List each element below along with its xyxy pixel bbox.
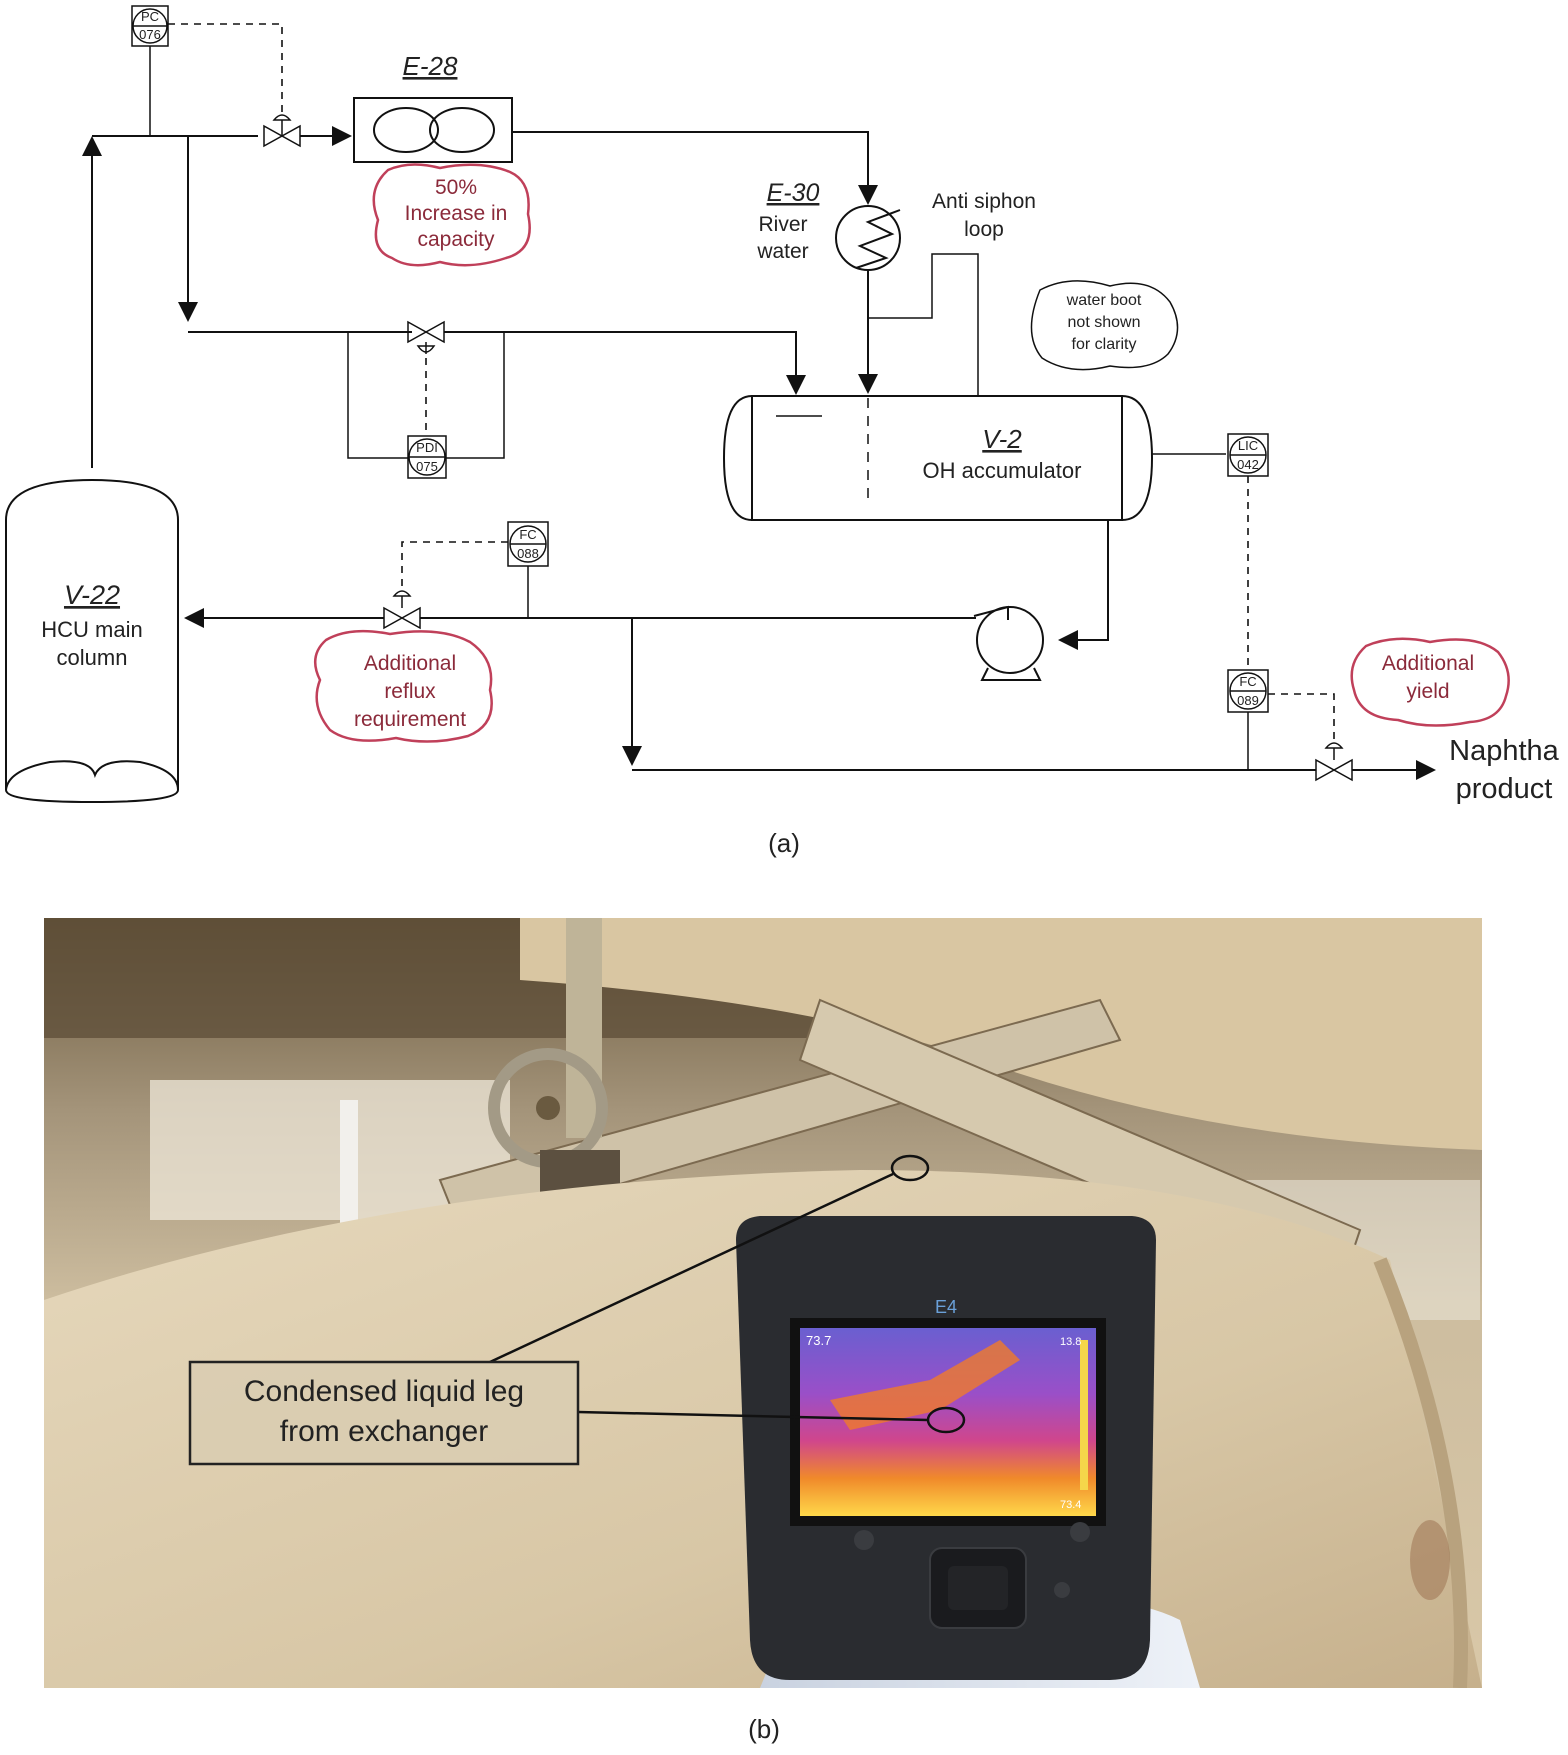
fc-088-instrument [507, 521, 549, 567]
callout-reflux-bubble [313, 629, 493, 743]
callout-yield-bubble [1350, 637, 1510, 727]
camera-model-label: E4 [935, 1297, 957, 1317]
callout-reflux-line1: Additional [364, 652, 456, 675]
v22-main-column [5, 478, 180, 804]
thermal-leader-line [577, 1410, 929, 1422]
product-control-valve [1315, 742, 1353, 782]
anti-siphon-line1: Anti siphon [932, 190, 1036, 213]
pc-control-valve [263, 114, 301, 148]
camera-readout-low: 73.4 [1060, 1499, 1081, 1511]
annotation-label-line1: Condensed liquid leg [244, 1375, 524, 1408]
figure-a-diagram: V-22 HCU main column PC 076 E-28 5 [5, 5, 1560, 858]
pipe-leader-line [489, 1172, 894, 1364]
caption-b: (b) [748, 1714, 780, 1744]
annotation-label-line2: from exchanger [280, 1415, 488, 1448]
fc088-tag-number: 088 [517, 546, 539, 561]
pc-tag-type: PC [141, 9, 159, 24]
callout-yield-line1: Additional [1382, 652, 1474, 675]
pc-tag-number: 076 [139, 27, 161, 42]
pdi-tap-right [446, 332, 505, 459]
camera-back-button [1070, 1522, 1090, 1542]
camera-power-button [1054, 1582, 1070, 1598]
callout-reflux-line2: reflux [384, 680, 436, 703]
v2-name-label: OH accumulator [923, 458, 1082, 483]
bypass-control-valve [407, 320, 445, 354]
callout-capacity-line2: Increase in [405, 202, 508, 225]
river-water-line1: River [758, 213, 807, 236]
callout-reflux-line3: requirement [354, 708, 466, 731]
pipe-highlight-circle [890, 1154, 930, 1182]
anti-siphon-line2: loop [964, 218, 1004, 241]
v22-id-label: V-22 [64, 580, 120, 610]
pdi-075-instrument [407, 435, 447, 479]
reflux-pump [973, 605, 1044, 681]
camera-readout-high: 13.8 [1060, 1336, 1081, 1348]
e30-condenser [835, 205, 901, 271]
callout-capacity-line1: 50% [435, 176, 477, 199]
v2-oh-accumulator [722, 395, 1154, 521]
callout-capacity-line3: capacity [417, 228, 495, 251]
water-boot-line1: water boot [1066, 292, 1142, 309]
pdi-tap-left [347, 332, 408, 459]
naphtha-line1: Naphtha [1449, 735, 1560, 767]
fc-089-instrument [1227, 669, 1269, 713]
fc088-tag-type: FC [519, 527, 536, 542]
e28-outlet-line [512, 131, 878, 205]
pdi-tag-type: PDI [416, 440, 438, 455]
v22-name-line1: HCU main [41, 617, 142, 642]
lic-tag-type: LIC [1238, 438, 1258, 453]
water-boot-line3: for clarity [1072, 336, 1137, 353]
e28-fin-fan-cooler [353, 97, 513, 163]
annotation-label-box [188, 1360, 580, 1466]
fc089-tag-number: 089 [1237, 693, 1259, 708]
lic-tag-number: 042 [1237, 457, 1259, 472]
callout-yield-line2: yield [1406, 680, 1449, 703]
naphtha-line2: product [1456, 773, 1553, 805]
river-water-line2: water [756, 240, 808, 263]
camera-play-button [854, 1530, 874, 1550]
callout-water-boot-bubble [1030, 280, 1179, 371]
fc089-signal-dashed [1268, 693, 1335, 742]
thermal-camera: E4 73.7 13.8 73.4 [736, 1216, 1156, 1680]
reflux-control-valve [383, 590, 421, 630]
v2-id-label: V-2 [982, 424, 1022, 454]
caption-a: (a) [768, 828, 800, 858]
thermal-image [800, 1328, 1096, 1516]
pc-076-instrument [131, 5, 169, 47]
pdi-tag-number: 075 [416, 459, 438, 474]
anti-siphon-loop-pipe [868, 253, 979, 396]
e30-label: E-30 [767, 179, 820, 207]
v22-name-line2: column [57, 645, 128, 670]
pc-signal-dashed [168, 23, 283, 118]
figure-b-photo: E4 73.7 13.8 73.4 Condensed liquid leg f… [44, 918, 1482, 1688]
fc088-signal-dashed [401, 541, 508, 590]
bypass-to-v2-line [444, 331, 806, 395]
e28-label: E-28 [403, 51, 458, 81]
camera-readout-main: 73.7 [806, 1333, 831, 1348]
fc089-tag-type: FC [1239, 674, 1256, 689]
water-boot-line2: not shown [1068, 314, 1141, 331]
v2-outlet-to-pump [1058, 520, 1109, 650]
callout-capacity-bubble [372, 163, 531, 267]
